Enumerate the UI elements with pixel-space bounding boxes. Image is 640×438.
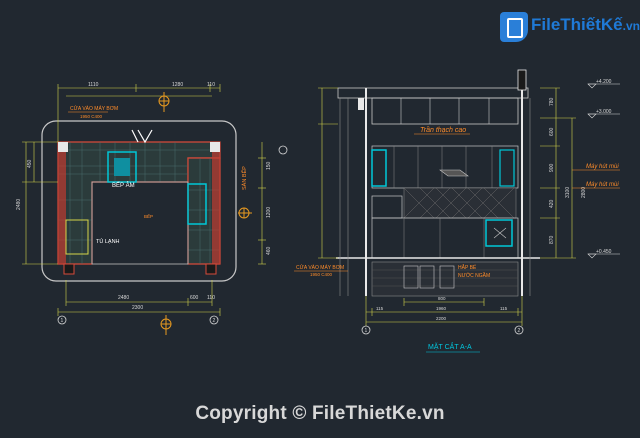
brand-main: FileThiếtKế	[531, 15, 623, 34]
plan-door-size: 1950 C400	[80, 114, 103, 119]
section-dim-right-4: 420	[549, 199, 555, 208]
plan-dim-bottom-b: 600	[190, 295, 199, 301]
section-dim-right-2: 600	[549, 127, 555, 136]
section-dim-bottom-2: 1960	[436, 306, 447, 311]
plan-dim-total: 2300	[132, 305, 143, 311]
section-title: MẶT CẮT A-A	[428, 342, 472, 351]
section-dim-mid: 800	[438, 296, 446, 301]
level-top: +4.200	[596, 79, 612, 85]
section-dim-right-b: 2800	[581, 187, 587, 198]
section-door-size: 1950 C400	[310, 272, 333, 277]
plan-floor-label: SÀN BẾP	[241, 166, 248, 190]
level-floor: +0.450	[596, 249, 612, 255]
hood-label-1: Máy hút mùi	[586, 164, 619, 170]
section-dim-right-total: 3100	[565, 187, 571, 198]
plan-outer-wall	[41, 120, 237, 282]
section-dim-bottom-3: 115	[500, 306, 508, 311]
tank-label: HẮP BỂ	[458, 263, 477, 271]
plan-dim-bottom-c: 110	[207, 295, 215, 301]
section-grid-a: 1	[365, 328, 368, 334]
section-door-label: CỬA VÀO MÁY BƠM	[296, 264, 344, 271]
plan-dim-top-2: 1280	[172, 82, 183, 88]
plan-kitchen-label: BẾP	[144, 213, 153, 219]
plan-dim-top-1: 1110	[88, 82, 99, 88]
hood-label-2: Máy hút mùi	[586, 182, 619, 188]
plan-fridge-label: TỦ LẠNH	[96, 238, 120, 245]
plan-dim-left-total: 2480	[16, 199, 22, 210]
section-dim-right-3: 900	[549, 163, 555, 172]
plan-dim-left-1: 450	[27, 159, 33, 168]
plan-door-label: CỬA VÀO MÁY BƠM	[70, 105, 118, 112]
plan-dim-right-2: 1200	[266, 207, 272, 218]
section-grid-b: 2	[518, 328, 521, 334]
section-dim-total: 2200	[436, 316, 447, 321]
plan-grid-a: 1	[61, 318, 64, 324]
plan-sink	[187, 183, 207, 225]
ceiling-label: Trần thạch cao	[420, 125, 466, 134]
plan-dim-right-3: 460	[266, 246, 272, 255]
plan-stove	[107, 151, 137, 183]
section-dim-right-1: 780	[549, 97, 555, 106]
brand-name: FileThiếtKế.vn	[531, 15, 640, 35]
kitchen-floor-plan: 1110 1280 110 2480 450 150 1200 460 2480…	[16, 82, 288, 335]
plan-fridge	[65, 219, 89, 255]
kitchen-section-aa: 780 600 900 420 870 3100 2800 +4.200 +3.…	[294, 69, 620, 353]
plan-dim-bottom-a: 2480	[118, 295, 129, 301]
plan-grid-b: 2	[213, 318, 216, 324]
plan-dim-top-3: 110	[207, 82, 215, 88]
brand-tld: .vn	[622, 19, 640, 33]
file-icon	[500, 12, 528, 42]
section-dim-bottom-1: 115	[376, 306, 384, 311]
copyright-watermark: Copyright © FileThietKe.vn	[195, 403, 445, 424]
brand-logo: FileThiếtKế.vn	[500, 12, 640, 42]
plan-dim-right-1: 150	[266, 161, 272, 170]
level-ceiling: +3.000	[596, 109, 612, 115]
section-dim-right-5: 870	[549, 235, 555, 244]
plan-cooktop-label: BẾP ÂM	[112, 182, 135, 189]
tank-sub-label: NƯỚC NGẦM	[458, 272, 490, 279]
